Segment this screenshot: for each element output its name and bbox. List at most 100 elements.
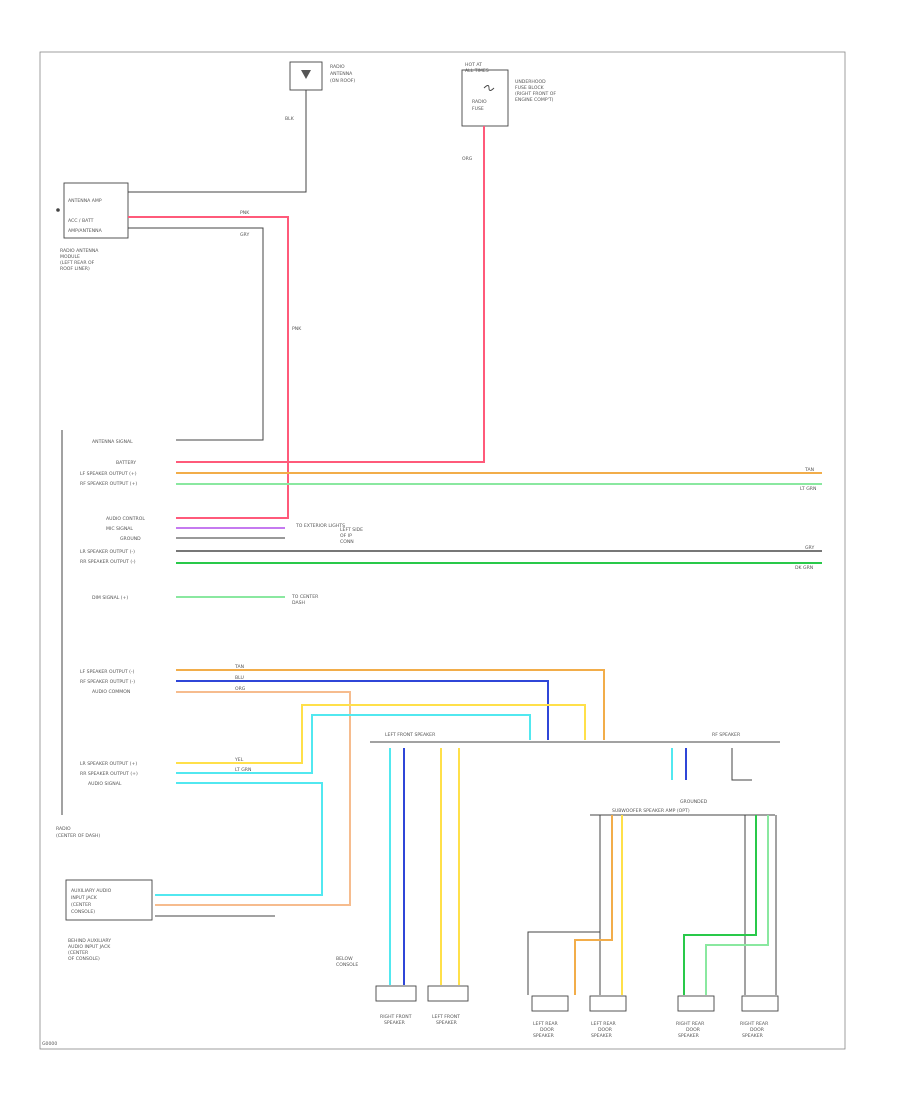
- antenna-label-3: (ON ROOF): [330, 78, 355, 84]
- radio-pin-label: LF SPEAKER OUTPUT (-): [80, 669, 135, 675]
- amp-wire-6: [683, 815, 757, 995]
- bus-label: BLU: [235, 675, 244, 681]
- radio-pin-label: GROUND: [120, 536, 141, 542]
- right-edge-label-1: TAN: [804, 467, 814, 473]
- fuse-box: [461, 69, 509, 127]
- rear-speaker-label: DOOR: [598, 1027, 613, 1033]
- side-note-8: BELOW: [336, 956, 353, 962]
- rear-speaker-label: SPEAKER: [591, 1033, 613, 1039]
- right-edge-label-3: GRY: [805, 545, 814, 551]
- amp-wire-2: [574, 815, 613, 995]
- module-ground-dot: [56, 208, 60, 212]
- lr-plus-wire: [176, 704, 586, 764]
- module-signal-label: GRY: [240, 232, 249, 238]
- radio-pin-label: ANTENNA SIGNAL: [92, 439, 133, 445]
- rear-speaker-label: LEFT REAR: [591, 1021, 617, 1027]
- radio-pin-label: RF SPEAKER OUTPUT (+): [80, 481, 137, 487]
- side-note-9: CONSOLE: [336, 962, 358, 968]
- rear-speaker-label: DOOR: [750, 1027, 765, 1033]
- module-label-2: ACC / BATT: [68, 218, 94, 224]
- rf-minus-wire: [176, 680, 549, 740]
- page-reference: G0000: [42, 1041, 57, 1047]
- aux-label-3: (CENTER: [71, 902, 92, 908]
- rear-speaker: [531, 995, 569, 1012]
- fuse-wire-label: ORG: [462, 156, 473, 162]
- radio-pin-label: RR SPEAKER OUTPUT (-): [80, 559, 136, 565]
- module-note-4: ROOF LINER): [60, 266, 90, 272]
- radio-pin-label: LR SPEAKER OUTPUT (+): [80, 761, 137, 767]
- fuse-note-1: UNDERHOOD: [515, 79, 546, 85]
- fuse-note-3: (RIGHT FRONT OF: [515, 91, 556, 97]
- page-frame: [39, 51, 846, 1050]
- rear-speaker-label: RIGHT REAR: [676, 1021, 705, 1027]
- front-bus-label: LEFT FRONT SPEAKER: [385, 732, 436, 738]
- module-signal-wire: [128, 227, 264, 441]
- rf-speaker-label-1: RIGHT FRONT: [380, 1014, 412, 1020]
- module-power-label: PNK: [240, 210, 250, 216]
- amp-wire-7: [705, 815, 769, 995]
- antenna-module: [63, 182, 129, 239]
- fuse-icon: [483, 85, 495, 91]
- audio-common-wire: [155, 691, 351, 906]
- fuse-label-fuse: FUSE: [472, 106, 484, 112]
- module-note-2: MODULE: [60, 254, 80, 260]
- module-note-3: (LEFT REAR OF: [60, 260, 95, 266]
- aux-note-4: OF CONSOLE): [68, 956, 100, 962]
- radio-pin-label: LF SPEAKER OUTPUT (+): [80, 471, 137, 477]
- side-note-2: LEFT SIDE: [340, 527, 363, 533]
- aux-note-1: BEHIND AUXILIARY: [68, 938, 111, 944]
- module-power-label-2: PNK: [292, 326, 302, 332]
- fuse-battery-wire: [176, 126, 485, 463]
- rear-speaker-label: SPEAKER: [742, 1033, 764, 1039]
- aux-input-jack: [65, 879, 153, 921]
- right-edge-label-2: LT GRN: [800, 486, 816, 492]
- lf-minus-wire: [176, 669, 605, 740]
- aux-label-4: CONSOLE): [71, 909, 95, 915]
- side-note-5: TO CENTER: [291, 594, 319, 600]
- side-note-4: CONN: [340, 539, 354, 545]
- module-note-1: RADIO ANTENNA: [60, 248, 99, 254]
- antenna-coax: [128, 90, 307, 193]
- radio-pin-label: RR SPEAKER OUTPUT (+): [80, 771, 138, 777]
- right-front-speaker: [375, 985, 417, 1002]
- antenna-label-1: RADIO: [330, 64, 345, 70]
- side-note-6: DASH: [292, 600, 305, 606]
- side-note-3: OF IP: [340, 533, 352, 539]
- aux-note-3: (CENTER: [68, 950, 89, 956]
- side-note-1: TO EXTERIOR LIGHTS: [295, 523, 345, 529]
- radio-pin-label: AUDIO SIGNAL: [88, 781, 122, 787]
- side-note-7: GROUNDED: [680, 799, 708, 805]
- rear-speaker-label: SPEAKER: [678, 1033, 700, 1039]
- amp-bus-label: SUBWOOFER SPEAKER AMP (OPT): [612, 808, 690, 814]
- rear-bus-label: RF SPEAKER: [712, 732, 741, 738]
- radio-pin-label: AUDIO COMMON: [92, 689, 130, 695]
- audio-signal-wire: [155, 782, 323, 896]
- rf-speaker-label-2: SPEAKER: [384, 1020, 406, 1026]
- module-label-3: AMP/ANTENNA: [68, 228, 103, 234]
- left-front-speaker: [427, 985, 469, 1002]
- antenna-coax-label: BLK: [285, 116, 295, 122]
- rear-speaker-label: LEFT REAR: [533, 1021, 559, 1027]
- rear-speaker: [741, 995, 779, 1012]
- rear-speaker-label: RIGHT REAR: [740, 1021, 769, 1027]
- fuse-label-hot: HOT AT: [465, 62, 482, 68]
- aux-note-2: AUDIO INPUT JACK: [68, 944, 111, 950]
- rear-speaker-label: DOOR: [686, 1027, 701, 1033]
- amp-wire-4: [527, 931, 600, 995]
- aux-label-1: AUXILIARY AUDIO: [71, 888, 112, 894]
- module-label-1: ANTENNA AMP: [68, 198, 102, 204]
- antenna-icon: [301, 70, 311, 79]
- radio-pin-label: LR SPEAKER OUTPUT (-): [80, 549, 135, 555]
- aux-label-2: INPUT JACK: [71, 895, 98, 901]
- bus-label: ORG: [235, 686, 246, 692]
- fuse-label-radio: RADIO: [472, 99, 487, 105]
- bus-label: YEL: [234, 757, 244, 763]
- rear-speaker: [677, 995, 715, 1012]
- radio-label-2: (CENTER OF DASH): [56, 833, 100, 839]
- rear-speaker: [589, 995, 627, 1012]
- fuse-note-4: ENGINE COMP'T): [515, 97, 554, 103]
- rr-plus-wire: [176, 714, 531, 774]
- rear-link-ground: [731, 748, 752, 781]
- right-edge-label-4: DK GRN: [795, 565, 813, 571]
